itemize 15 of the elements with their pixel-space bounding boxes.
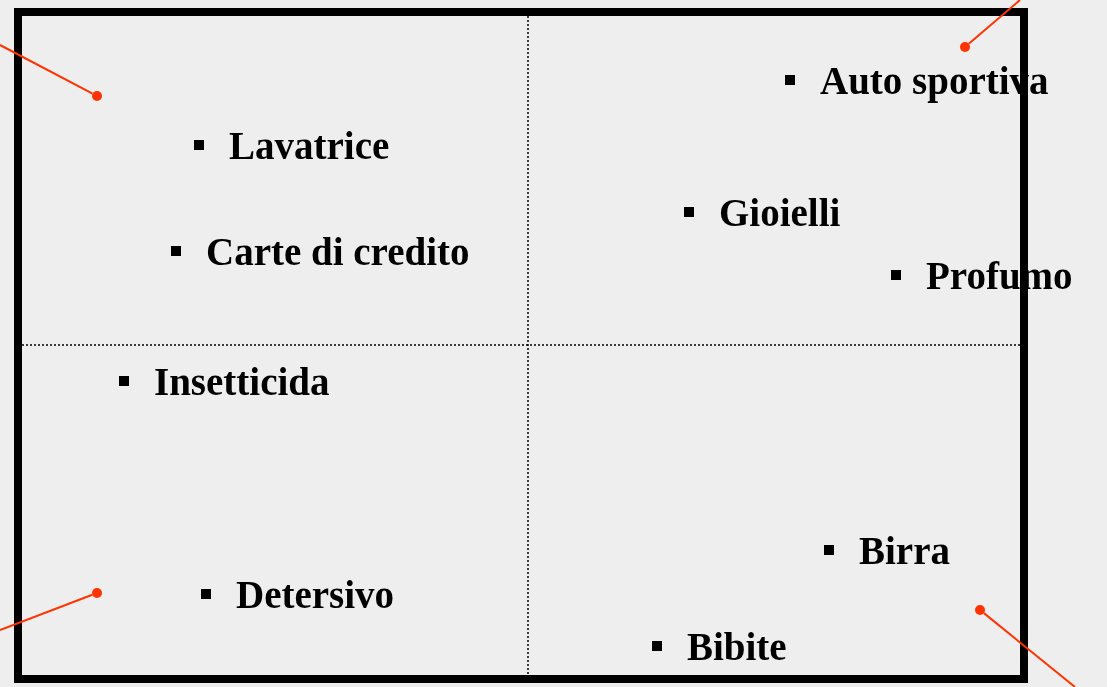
leader-dot xyxy=(975,605,985,615)
leader-line xyxy=(0,593,94,631)
leader-dot xyxy=(92,91,102,101)
item-label: Gioielli xyxy=(719,189,841,235)
item-label: Insetticida xyxy=(154,358,330,404)
item-label: Detersivo xyxy=(236,571,395,617)
leader-line xyxy=(0,44,94,95)
leader-dot xyxy=(960,42,970,52)
item-label: Lavatrice xyxy=(229,122,390,168)
leader-line xyxy=(982,612,1076,687)
item-label: Birra xyxy=(859,527,950,573)
leader-line xyxy=(967,0,1021,45)
item-label: Carte di credito xyxy=(206,228,470,274)
item-label: Bibite xyxy=(687,623,787,669)
leader-dot xyxy=(92,588,102,598)
